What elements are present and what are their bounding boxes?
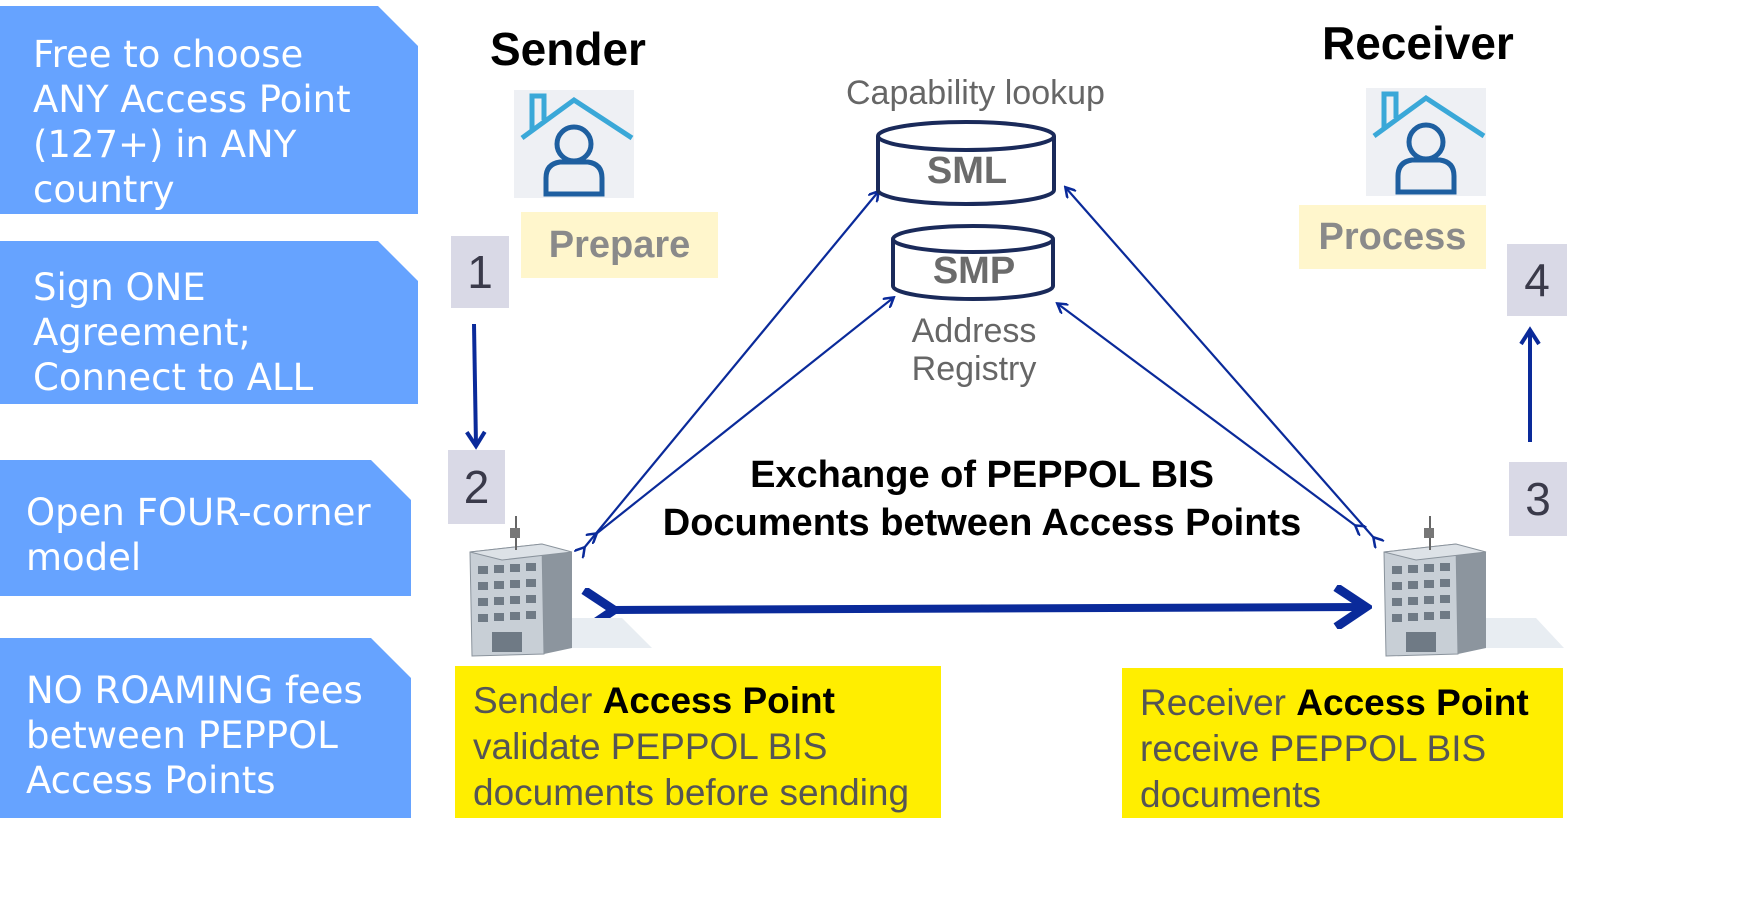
arrow-sender-smp <box>596 298 893 534</box>
callout-line: Sign ONE <box>33 266 206 309</box>
sender-house-user-icon <box>514 90 634 198</box>
receiver-building-icon <box>1366 508 1566 658</box>
callout-line: between PEPPOL <box>26 714 338 757</box>
exchange-title-line2: Documents between Access Points <box>662 502 1302 544</box>
callout-line: model <box>26 536 142 579</box>
sender-ap-bold: Access Point <box>602 680 835 721</box>
step-1: 1 <box>451 236 509 308</box>
arrow-receiver-smp <box>1058 304 1356 526</box>
callout-line: NO ROAMING fees <box>26 669 363 712</box>
step-2: 2 <box>448 450 505 524</box>
sender-ap-line3: documents before sending <box>473 772 910 813</box>
sender-ap-line1: Sender Access Point <box>473 678 923 724</box>
callout-line: ANY Access Point <box>33 78 351 121</box>
callout-one-agreement: Sign ONE Agreement; Connect to ALL <box>0 241 418 404</box>
callout-line: Free to choose <box>33 33 304 76</box>
receiver-heading: Receiver <box>1322 17 1514 69</box>
capability-lookup-caption: Capability lookup <box>846 74 1105 112</box>
sender-heading: Sender <box>490 23 646 75</box>
sender-building-icon <box>452 508 662 658</box>
callout-four-corner: Open FOUR-corner model <box>0 460 411 596</box>
exchange-title-line1: Exchange of PEPPOL BIS <box>750 454 1214 496</box>
callout-line: Agreement; <box>33 311 251 354</box>
sml-database-icon <box>876 120 1056 206</box>
receiver-ap-bold: Access Point <box>1296 682 1529 723</box>
smp-database-icon <box>891 224 1055 301</box>
address-registry-caption-2: Registry <box>911 350 1037 388</box>
callout-free-choice: Free to choose ANY Access Point (127+) i… <box>0 6 418 214</box>
step-4: 4 <box>1507 244 1567 316</box>
callout-line: country <box>33 168 175 211</box>
sender-ap-word: Sender <box>473 680 603 721</box>
callout-no-roaming: NO ROAMING fees between PEPPOL Access Po… <box>0 638 411 818</box>
receiver-ap-line3: documents <box>1140 774 1321 815</box>
address-registry-caption-1: Address <box>911 312 1037 350</box>
callout-line: Connect to ALL <box>33 356 314 399</box>
receiver-ap-line1: Receiver Access Point <box>1140 680 1545 726</box>
arrow-exchange <box>612 607 1364 610</box>
arrow-step1-to-2 <box>465 323 487 450</box>
receiver-house-user-icon <box>1366 88 1486 196</box>
sml-label: SML <box>926 150 1008 192</box>
receiver-ap-line2: receive PEPPOL BIS <box>1140 728 1487 769</box>
sender-ap-line2: validate PEPPOL BIS <box>473 726 828 767</box>
callout-line: (127+) in ANY <box>33 123 297 166</box>
smp-label: SMP <box>932 250 1016 292</box>
receiver-ap-word: Receiver <box>1140 682 1297 723</box>
callout-line: Open FOUR-corner <box>26 491 371 534</box>
step-3: 3 <box>1509 462 1567 536</box>
receiver-access-point-box: Receiver Access Point receive PEPPOL BIS… <box>1122 668 1563 818</box>
sender-access-point-box: Sender Access Point validate PEPPOL BIS … <box>455 666 941 818</box>
callout-line: Access Points <box>26 759 276 802</box>
